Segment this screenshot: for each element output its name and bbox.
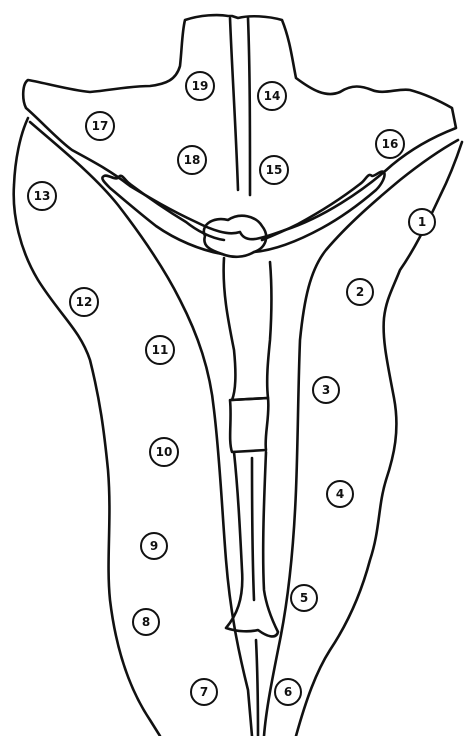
upper-divider-line-2 [248,18,250,195]
label-text-10: 10 [156,445,173,459]
region-label-11: 11 [146,336,174,364]
region-label-3: 3 [313,377,339,403]
label-text-13: 13 [34,189,51,203]
region-label-14: 14 [258,82,286,110]
right-outer-outline [296,142,462,736]
region-label-12: 12 [70,288,98,316]
label-text-2: 2 [356,285,364,299]
figure-loincloth [230,398,268,452]
region-label-2: 2 [347,279,373,305]
region-label-13: 13 [28,182,56,210]
label-text-16: 16 [382,137,399,151]
label-text-6: 6 [284,685,292,699]
label-text-3: 3 [322,383,330,397]
figure-leg-divider [252,458,254,600]
label-text-17: 17 [92,119,109,133]
bottom-center-divider [256,640,258,736]
region-label-10: 10 [150,438,178,466]
label-text-18: 18 [184,153,201,167]
label-text-9: 9 [150,539,158,553]
upper-divider-line [230,18,238,190]
region-label-9: 9 [141,533,167,559]
region-label-8: 8 [133,609,159,635]
label-text-14: 14 [264,89,281,103]
figure-torso [224,258,272,400]
label-text-19: 19 [192,79,209,93]
region-label-4: 4 [327,481,353,507]
label-text-15: 15 [266,163,283,177]
label-text-1: 1 [418,215,426,229]
region-label-17: 17 [86,112,114,140]
label-text-5: 5 [300,591,308,605]
label-text-4: 4 [336,487,344,501]
region-label-5: 5 [291,585,317,611]
label-text-11: 11 [152,343,169,357]
region-label-1: 1 [409,209,435,235]
label-text-7: 7 [200,685,208,699]
region-label-7: 7 [191,679,217,705]
label-text-8: 8 [142,615,150,629]
region-label-19: 19 [186,72,214,100]
region-label-16: 16 [376,130,404,158]
region-label-15: 15 [260,156,288,184]
label-text-12: 12 [76,295,93,309]
region-label-18: 18 [178,146,206,174]
region-label-6: 6 [275,679,301,705]
